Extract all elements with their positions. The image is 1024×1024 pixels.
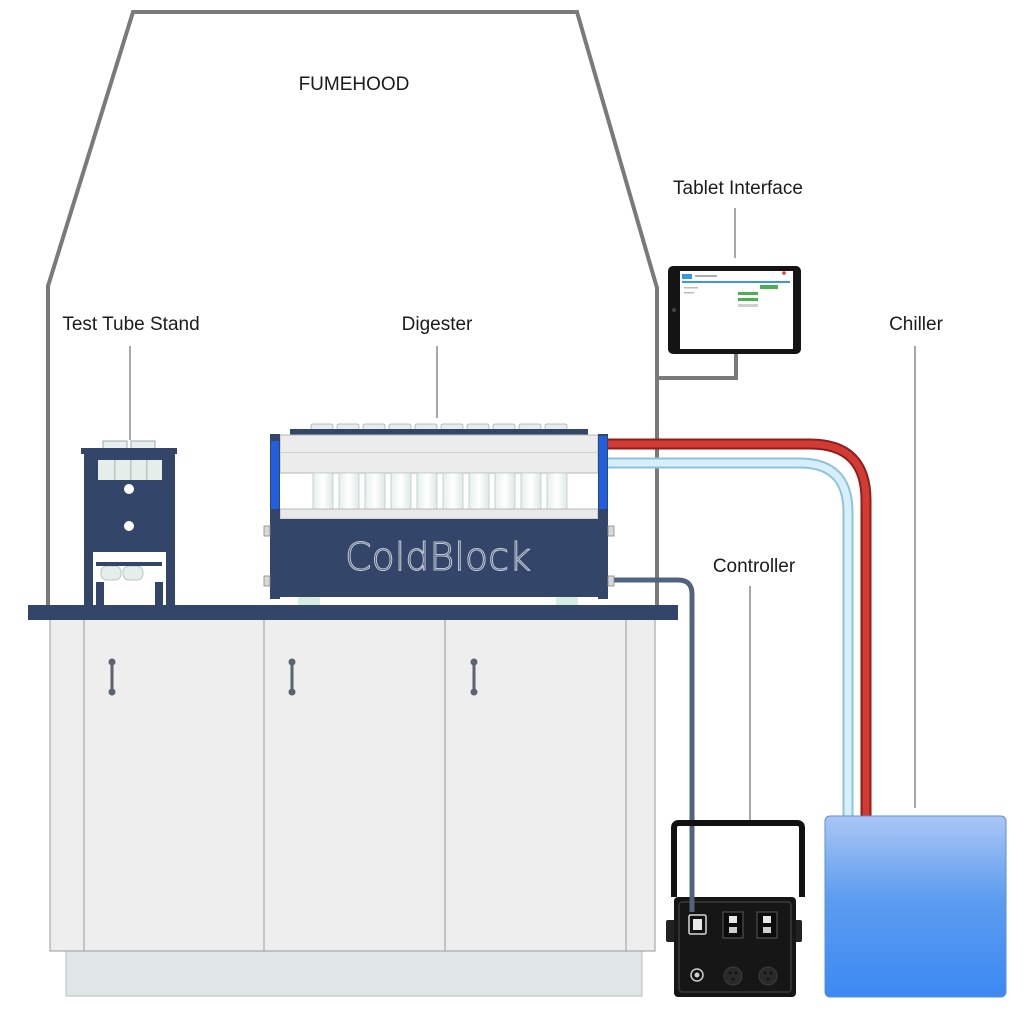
controller-unit [666,820,805,997]
breaker-switch[interactable] [756,911,778,939]
digester-brand-logo: ColdBlock [345,535,531,579]
lab-bench [28,605,678,997]
tablet-interface-label: Tablet Interface [673,178,803,199]
power-switch[interactable] [688,914,707,935]
breaker-switch[interactable] [722,911,744,939]
digester-unit: ColdBlock [263,423,615,606]
cabinet-handle[interactable] [108,658,116,696]
controller-label: Controller [713,556,796,577]
digester-test-tubes [312,472,568,510]
status-indicator [690,968,704,982]
tablet-cable [659,353,738,380]
cabinet-handle[interactable] [288,658,296,696]
test-tube-stand [81,440,177,606]
fumehood-label: FUMEHOOD [299,74,410,95]
bench-countertop [28,605,678,620]
controller-signal-cable [612,577,695,900]
power-outlet-connector [723,966,743,986]
fumehood-outline [46,10,659,606]
test-tube-stand-label: Test Tube Stand [62,314,199,335]
chiller-label: Chiller [889,314,944,335]
power-outlet-connector [758,966,778,986]
tablet-device[interactable] [668,266,801,354]
controller-handle[interactable] [671,820,805,897]
digester-tube-caps [310,423,568,431]
chiller-unit [824,815,1007,998]
cabinet-handle[interactable] [470,658,478,696]
digester-label: Digester [402,314,473,335]
